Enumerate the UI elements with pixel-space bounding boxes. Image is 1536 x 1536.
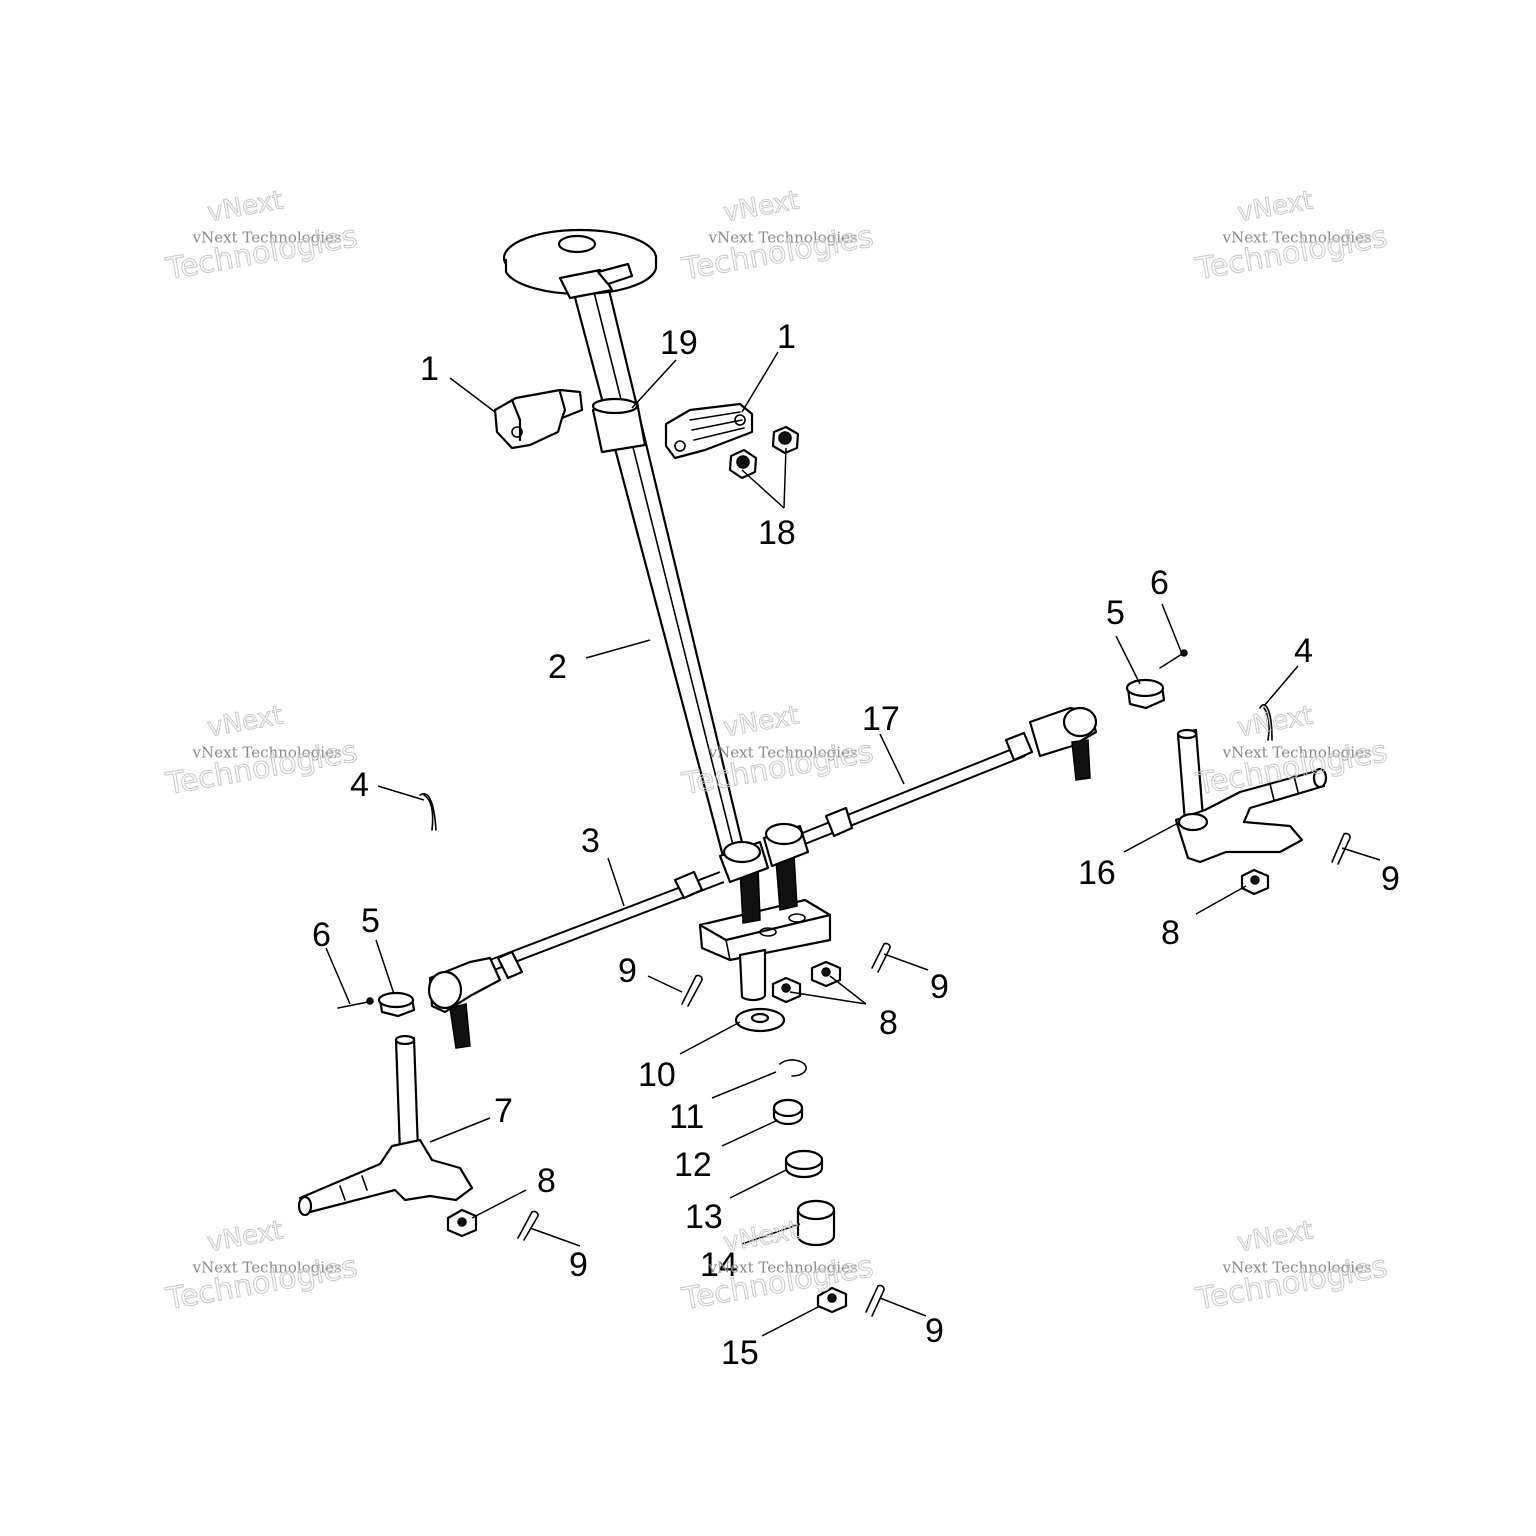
svg-text:vNext: vNext — [721, 700, 801, 743]
svg-text:vNext: vNext — [721, 185, 801, 228]
callout-8-right: 8 — [1161, 914, 1180, 952]
callout-numbers: 1 19 1 18 2 17 3 4 6 5 7 8 9 9 9 8 10 11… — [312, 318, 1400, 1372]
svg-text:vNext: vNext — [1235, 1215, 1315, 1258]
svg-text:vNext: vNext — [1235, 185, 1315, 228]
spacer — [796, 1199, 836, 1247]
callout-13: 13 — [685, 1198, 723, 1236]
cotter-pin-6-left — [337, 997, 374, 1009]
castle-nut-right — [1125, 678, 1166, 710]
column-bracket-right — [664, 402, 754, 460]
watermark-top-left: vNext vNext Technologies Technologies — [163, 185, 361, 288]
svg-text:vNext: vNext — [1235, 700, 1315, 743]
callout-8-center: 8 — [879, 1004, 898, 1042]
steering-knuckle-right — [1174, 728, 1328, 864]
callout-9-left: 9 — [569, 1246, 588, 1284]
cotter-pin-6-right — [1159, 649, 1188, 669]
svg-text:vNext: vNext — [205, 1215, 285, 1258]
svg-text:vNext Technologies: vNext Technologies — [1222, 229, 1372, 247]
bracket-nuts — [728, 425, 800, 480]
svg-text:vNext Technologies: vNext Technologies — [708, 1259, 858, 1277]
watermarks: vNext vNext Technologies Technologies vN… — [163, 185, 1391, 1318]
tie-rod-inner-ends — [718, 822, 810, 884]
callout-9-center-right: 9 — [930, 968, 949, 1006]
callout-6-left: 6 — [312, 916, 331, 954]
callout-12: 12 — [674, 1146, 712, 1184]
cotter-pins-9 — [517, 832, 1351, 1317]
flange-nuts — [446, 868, 1270, 1238]
callout-19: 19 — [660, 324, 698, 362]
castle-nut-left — [377, 991, 416, 1018]
tie-rod-right — [789, 706, 1098, 849]
column-bushing — [591, 397, 647, 454]
svg-text:vNext Technologies: vNext Technologies — [1222, 744, 1372, 762]
callout-11: 11 — [669, 1098, 704, 1136]
watermark-bottom-right: vNext vNext Technologies Technologies — [1193, 1215, 1391, 1318]
callout-1-left: 1 — [420, 350, 439, 388]
leader-lines — [325, 351, 1381, 1337]
washer — [734, 1007, 786, 1033]
callout-9-bottom: 9 — [925, 1312, 944, 1350]
watermark-middle-left: vNext vNext Technologies Technologies — [163, 700, 361, 803]
seal — [784, 1149, 824, 1179]
callout-16: 16 — [1078, 854, 1116, 892]
callout-5-left: 5 — [361, 902, 380, 940]
callout-1-right: 1 — [777, 318, 796, 356]
svg-text:vNext: vNext — [205, 700, 285, 743]
callout-14: 14 — [700, 1246, 738, 1284]
svg-text:vNext Technologies: vNext Technologies — [192, 229, 342, 247]
watermark-bottom-left: vNext vNext Technologies Technologies — [163, 1215, 361, 1318]
callout-6-right: 6 — [1150, 564, 1169, 602]
callout-4-left: 4 — [350, 766, 369, 804]
callout-3: 3 — [581, 822, 600, 860]
callout-5-right: 5 — [1106, 594, 1125, 632]
steering-knuckle-left — [297, 1034, 474, 1217]
svg-text:vNext Technologies: vNext Technologies — [192, 1259, 342, 1277]
tie-rod-left — [427, 870, 725, 1049]
svg-text:vNext Technologies: vNext Technologies — [192, 744, 342, 762]
castle-nut-column — [816, 1286, 848, 1314]
callout-18: 18 — [758, 514, 796, 552]
svg-text:vNext Technologies: vNext Technologies — [708, 229, 858, 247]
watermark-top-right: vNext vNext Technologies Technologies — [1193, 185, 1391, 288]
svg-text:vNext Technologies: vNext Technologies — [1222, 1259, 1372, 1277]
svg-text:vNext: vNext — [205, 185, 285, 228]
callout-10: 10 — [638, 1056, 676, 1094]
callout-9-center-left: 9 — [618, 952, 637, 990]
callout-8-left: 8 — [537, 1162, 556, 1200]
circlip — [779, 1059, 807, 1077]
callout-4-right: 4 — [1294, 632, 1313, 670]
callout-7: 7 — [494, 1092, 513, 1130]
callout-15: 15 — [721, 1334, 759, 1372]
callout-9-right: 9 — [1381, 860, 1400, 898]
svg-text:vNext: vNext — [721, 1215, 801, 1258]
bearing — [772, 1098, 804, 1126]
callout-2: 2 — [548, 648, 567, 686]
watermark-top-center: vNext vNext Technologies Technologies — [679, 185, 877, 288]
cotter-pin-4-right — [1259, 704, 1273, 741]
column-bracket-left — [493, 388, 584, 450]
callout-17: 17 — [862, 700, 900, 738]
watermark-middle-right: vNext vNext Technologies Technologies — [1193, 700, 1391, 803]
svg-text:vNext Technologies: vNext Technologies — [708, 744, 858, 762]
cotter-pin-4-left — [419, 793, 437, 831]
